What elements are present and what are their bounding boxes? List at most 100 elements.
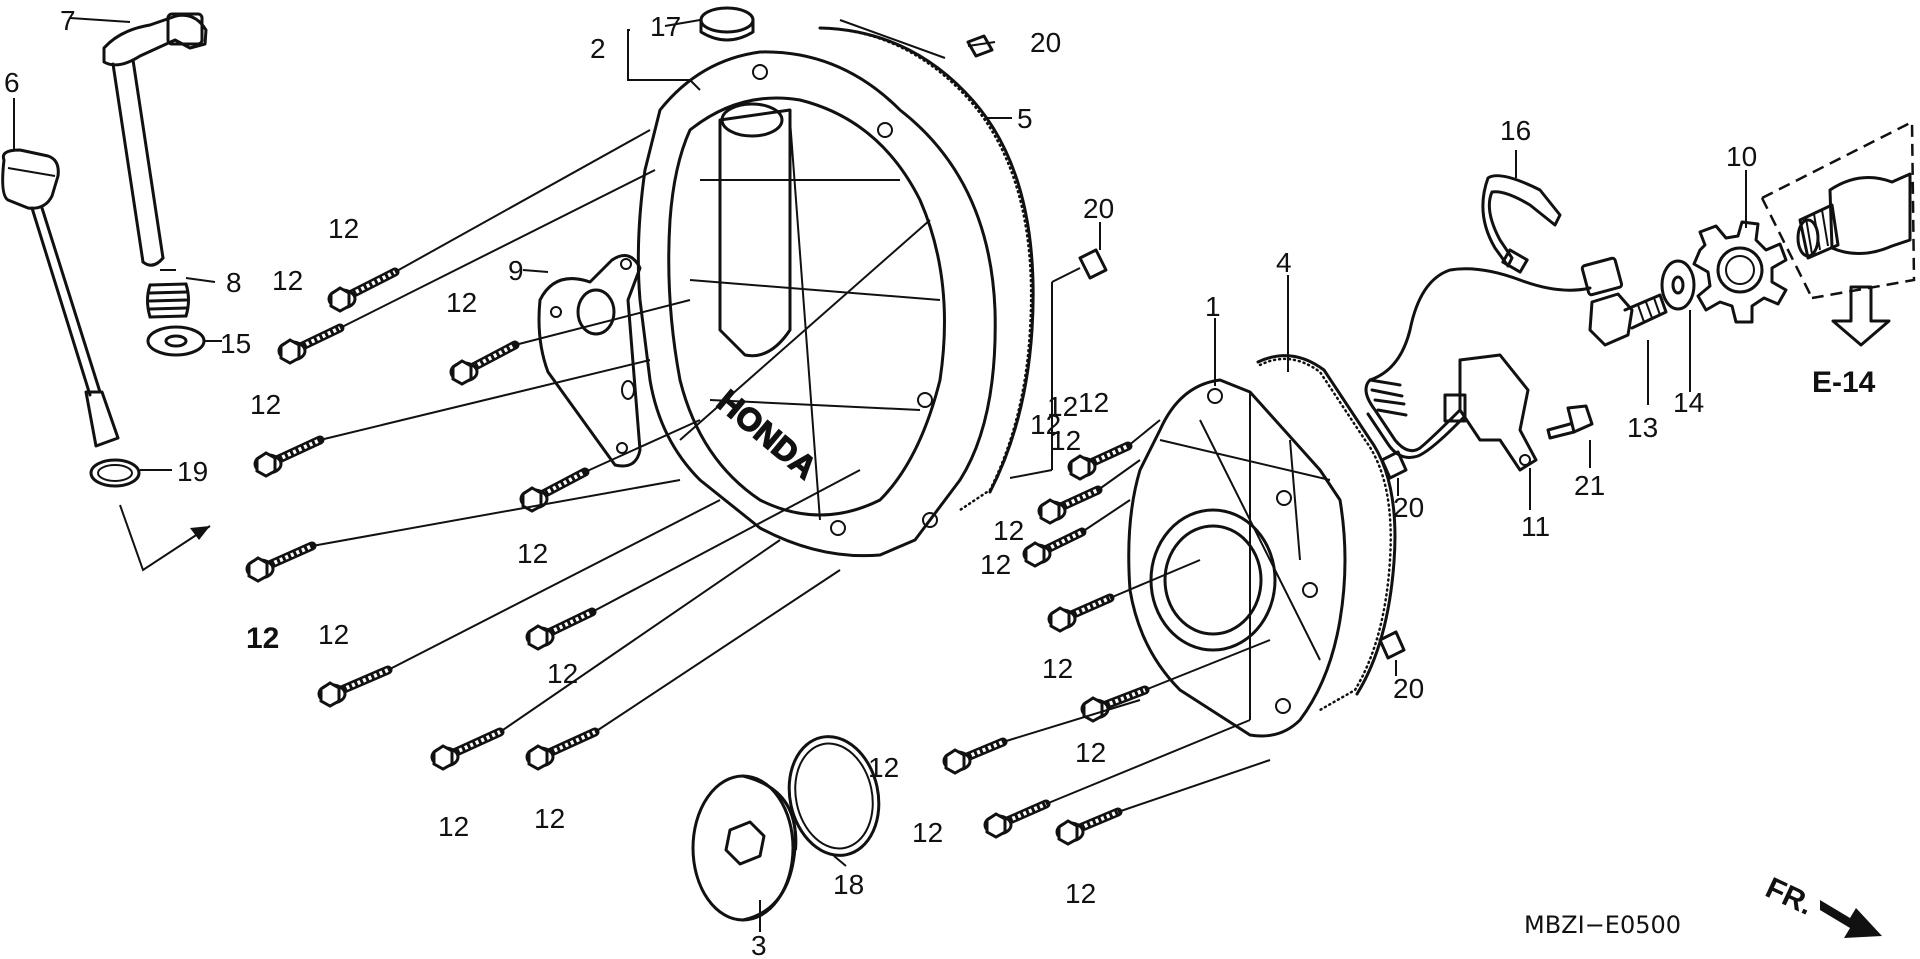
cap-o-ring-part — [787, 735, 881, 857]
bolt-head — [432, 744, 454, 771]
shift-rod-part — [102, 12, 208, 267]
gasket-4 — [1258, 357, 1392, 712]
callout-12: 12 — [246, 622, 279, 655]
bolt-leader-line — [594, 569, 841, 733]
bolt-leader-line — [499, 539, 781, 733]
small-screw-part — [1546, 404, 1594, 440]
front-label: FR. — [1760, 871, 1818, 921]
bolt-head — [279, 338, 301, 365]
callout-19: 19 — [177, 456, 208, 487]
bolt-leader-line — [1117, 759, 1271, 813]
callout-20-right: 20 — [1393, 492, 1424, 523]
callout-12: 12 — [1050, 425, 1081, 456]
bolt-leader-line — [1097, 459, 1141, 491]
callout-12: 12 — [318, 619, 349, 650]
callout-12: 12 — [980, 549, 1011, 580]
gasket-4-outline — [1256, 354, 1397, 696]
bolt-leader-line — [319, 359, 651, 441]
callout-11: 11 — [1521, 511, 1550, 542]
callout-16: 16 — [1500, 115, 1531, 146]
bolt-leader-line — [1045, 719, 1251, 805]
callout-12: 12 — [868, 752, 899, 783]
rotor-washer-part — [1660, 259, 1696, 311]
callout-2: 2 — [590, 33, 606, 64]
dipstick-part — [1, 148, 120, 448]
callout-12: 12 — [438, 811, 469, 842]
callout-12: 12 — [1078, 387, 1109, 418]
callout-12: 12 — [328, 213, 359, 244]
bolt-leader-line — [311, 479, 681, 547]
bolt-leader-line — [514, 299, 691, 346]
bolt-thread — [329, 668, 389, 697]
callout-12: 12 — [993, 515, 1024, 546]
callout-12: 12 — [912, 817, 943, 848]
callout-12: 12 — [272, 265, 303, 296]
dowel-pin-lower — [1378, 630, 1406, 660]
dowel-pin-mid — [1078, 248, 1108, 280]
bolt-leader-line — [1144, 639, 1271, 691]
bolt-head — [527, 624, 549, 651]
reference-arrow — [1831, 285, 1891, 347]
washer-part — [146, 325, 206, 357]
bracket-part — [537, 254, 642, 468]
bolt-group — [245, 129, 1271, 846]
callout-12: 12 — [1075, 737, 1106, 768]
rotor-bolt-part — [1588, 292, 1668, 347]
bolt-head — [1039, 498, 1061, 525]
bolt-thread — [537, 730, 596, 760]
bolt-head — [255, 451, 277, 478]
clamp-part — [1481, 174, 1562, 274]
bolt-head — [985, 812, 1007, 839]
callout-17: 17 — [650, 11, 681, 42]
callout-12: 12 — [446, 287, 477, 318]
arrow-head — [190, 526, 210, 540]
direction-arrow — [119, 504, 211, 572]
callout-12: 12 — [534, 803, 565, 834]
callout-20-lower: 20 — [1393, 673, 1424, 704]
callout-12: 12 — [547, 658, 578, 689]
bolt-thread — [442, 730, 501, 760]
callout-14: 14 — [1673, 387, 1704, 418]
bolt-head — [1024, 541, 1046, 568]
callout-15: 15 — [220, 328, 251, 359]
gasket-5 — [818, 26, 1033, 512]
front-arrow — [1820, 900, 1882, 938]
bolt-leader-line — [1127, 419, 1161, 447]
bolt-head — [1057, 819, 1079, 846]
bolt-thread — [531, 470, 586, 502]
bolt-thread — [265, 438, 321, 467]
callout-6: 6 — [4, 67, 20, 98]
callout-1: 1 — [1205, 291, 1221, 322]
bolt-head — [944, 748, 966, 775]
bolt-head — [527, 744, 549, 771]
bolt-leader-line — [1081, 499, 1131, 533]
bolt-leader-line — [584, 419, 701, 473]
callout-21: 21 — [1574, 470, 1605, 501]
bolt-head — [247, 556, 269, 583]
callout-18: 18 — [833, 869, 864, 900]
callout-labels: 7 6 8 15 19 2 17 20 5 20 9 4 1 16 10 13 … — [4, 5, 1876, 959]
crankshaft-reference — [1760, 119, 1916, 300]
callout-12: 12 — [1030, 409, 1061, 440]
callout-12: 12 — [1065, 878, 1096, 909]
bolt-thread — [461, 343, 516, 375]
oil-seal-part — [699, 6, 755, 42]
dowel-pin-top — [966, 34, 994, 58]
callout-7: 7 — [60, 5, 76, 36]
bolt-head — [329, 286, 351, 313]
bolt-thread — [257, 544, 313, 572]
callout-12: 12 — [1042, 653, 1073, 684]
callout-9: 9 — [508, 255, 524, 286]
bolt-head — [1049, 606, 1071, 633]
pulse-rotor-part — [1692, 220, 1788, 324]
bolt-leader-line — [1109, 559, 1201, 599]
callout-5: 5 — [1017, 103, 1033, 134]
bolt-leader-line — [394, 129, 651, 273]
bolt-head — [1082, 696, 1104, 723]
bolt-thread — [537, 610, 593, 640]
bolt-leader-line — [339, 169, 656, 329]
wire-harness-part — [1364, 256, 1624, 459]
callout-3: 3 — [751, 930, 767, 959]
o-ring-part — [89, 458, 141, 488]
